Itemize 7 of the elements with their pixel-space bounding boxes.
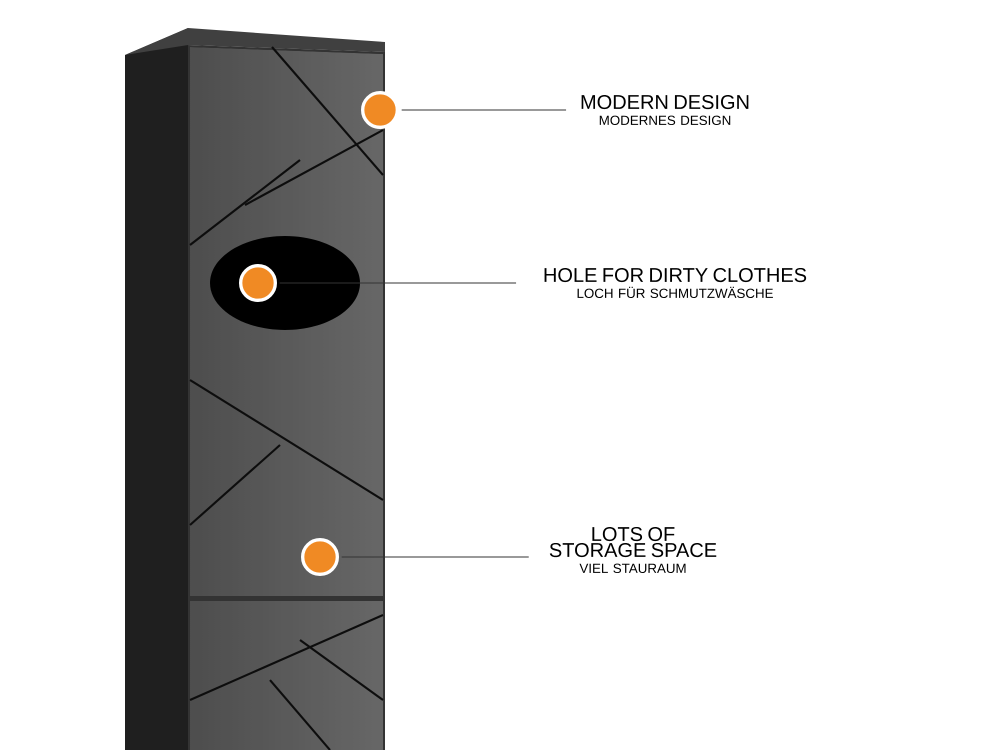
callout-text: LOTS OF STORAGE SPACE VIEL STAURAUM: [550, 526, 716, 574]
leader-line: [342, 556, 529, 558]
callout-text: MODERN DESIGN MODERNES DESIGN: [582, 94, 748, 126]
callout-text: HOLE FOR DIRTY CLOTHES LOCH FÜR SCHMUTZWÄSCHE: [544, 268, 806, 298]
leader-line: [280, 282, 516, 284]
callout-dot: [361, 91, 399, 129]
leader-line: [402, 109, 566, 111]
